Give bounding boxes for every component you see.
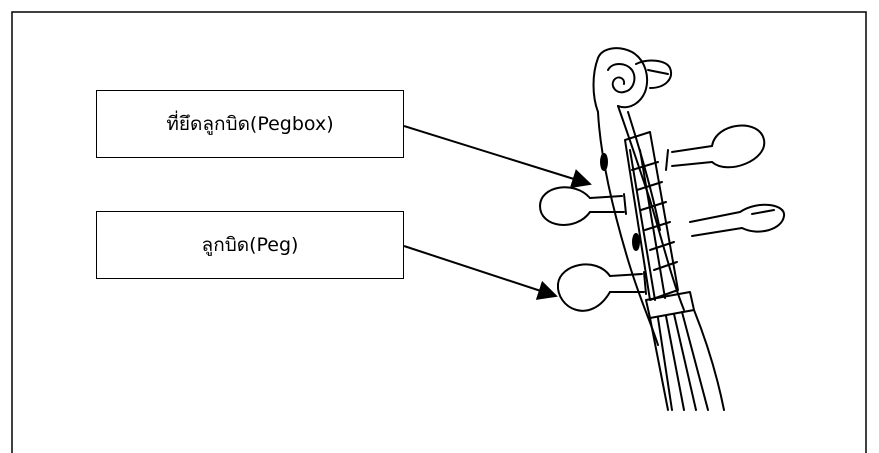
pegbox-label: ที่ยึดลูกบิด(Pegbox) [166, 113, 334, 135]
pegbox-arrow [403, 125, 592, 189]
peg-label: ลูกบิด(Peg) [201, 234, 299, 256]
violin-head-illustration [539, 47, 785, 411]
peg-arrow [403, 245, 558, 300]
diagram-frame [11, 11, 867, 453]
peg-label-box: ลูกบิด(Peg) [96, 211, 404, 279]
pegbox-label-box: ที่ยึดลูกบิด(Pegbox) [96, 90, 404, 158]
